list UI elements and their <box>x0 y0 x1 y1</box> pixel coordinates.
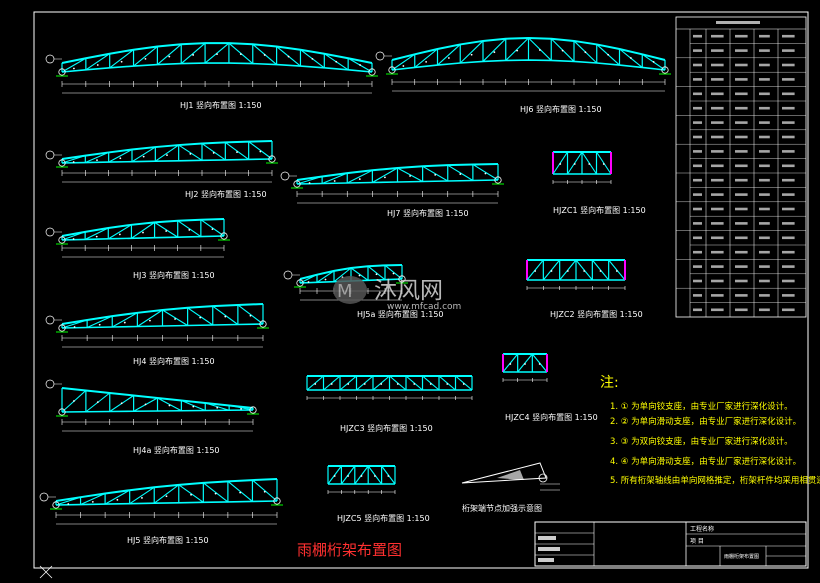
truss-hj6: HJ6 竖向布置图 1:150 <box>375 36 671 114</box>
truss-label-hj3: HJ3 竖向布置图 1:150 <box>133 270 215 280</box>
truss-label-hj4a: HJ4a 竖向布置图 1:150 <box>133 445 220 455</box>
drawing-title: 雨棚桁架布置图 <box>297 541 402 559</box>
truss-hj5: HJ5 竖向布置图 1:150 <box>39 478 283 545</box>
truss-label-hj6: HJ6 竖向布置图 1:150 <box>520 104 602 114</box>
truss-label-hjzc5: HJZC5 竖向布置图 1:150 <box>337 513 430 523</box>
sheet-name: 雨棚桁架布置图 <box>724 553 759 560</box>
watermark-url: www.mfcad.com <box>387 302 461 312</box>
corner-mark <box>39 565 53 579</box>
member-schedule-table <box>675 16 807 318</box>
sheet-border <box>33 11 809 569</box>
note-item-2: 2. ② 为单向滑动支座，由专业厂家进行深化设计。 <box>610 416 801 427</box>
title-block: 工程名称 项 目 雨棚桁架布置图 <box>534 521 807 567</box>
truss-label-hjzc4: HJZC4 竖向布置图 1:150 <box>505 412 598 422</box>
truss-hj7: HJ7 竖向布置图 1:150 <box>280 163 504 218</box>
watermark-brand: 沐风网 <box>374 278 443 304</box>
truss-label-hj2: HJ2 竖向布置图 1:150 <box>185 189 267 199</box>
truss-label-hj5a: HJ5a 竖向布置图 1:150 <box>357 309 444 319</box>
note-item-4: 4. ④ 为单向滑动支座，由专业厂家进行深化设计。 <box>610 456 801 467</box>
note-item-3: 3. ③ 为双向铰支座，由专业厂家进行深化设计。 <box>610 436 793 447</box>
truss-label-hjzc2: HJZC2 竖向布置图 1:150 <box>550 309 643 319</box>
project-label: 工程名称 <box>690 525 714 533</box>
notes-heading: 注: <box>600 375 619 391</box>
truss-label-hj5: HJ5 竖向布置图 1:150 <box>127 535 209 545</box>
truss-label-hjzc3: HJZC3 竖向布置图 1:150 <box>340 423 433 433</box>
item-label: 项 目 <box>690 538 704 545</box>
truss-label-hjzc1: HJZC1 竖向布置图 1:150 <box>553 205 646 215</box>
detail-label: 桁架端节点加强示意图 <box>462 503 542 513</box>
truss-hjzc5: HJZC5 竖向布置图 1:150 <box>327 465 430 523</box>
note-item-5: 5. 所有桁架轴线由单向网格推定，桁架杆件均采用相贯连接。 <box>610 475 820 486</box>
truss-hj2: HJ2 竖向布置图 1:150 <box>45 140 278 199</box>
svg-text:M: M <box>337 281 353 302</box>
truss-hjzc1: HJZC1 竖向布置图 1:150 <box>552 151 646 215</box>
truss-hjzc4: HJZC4 竖向布置图 1:150 <box>502 353 598 422</box>
truss-hj4: HJ4 竖向布置图 1:150 <box>45 303 269 366</box>
end-node-detail-drawing: 桁架端节点加强示意图 <box>461 462 560 513</box>
truss-label-hj7: HJ7 竖向布置图 1:150 <box>387 208 469 218</box>
watermark: M 沐风网 www.mfcad.com <box>333 276 461 312</box>
truss-label-hj1: HJ1 竖向布置图 1:150 <box>180 100 262 110</box>
truss-label-hj4: HJ4 竖向布置图 1:150 <box>133 356 215 366</box>
notes-block: 注: 1. ① 为单向铰支座，由专业厂家进行深化设计。 2. ② 为单向滑动支座… <box>600 375 820 486</box>
note-item-1: 1. ① 为单向铰支座，由专业厂家进行深化设计。 <box>610 401 793 412</box>
truss-hj4a: HJ4a 竖向布置图 1:150 <box>45 379 259 455</box>
truss-hjzc3: HJZC3 竖向布置图 1:150 <box>306 375 473 433</box>
truss-hj3: HJ3 竖向布置图 1:150 <box>45 218 230 280</box>
truss-hj1: HJ1 竖向布置图 1:150 <box>45 42 378 110</box>
truss-hjzc2: HJZC2 竖向布置图 1:150 <box>526 259 643 319</box>
